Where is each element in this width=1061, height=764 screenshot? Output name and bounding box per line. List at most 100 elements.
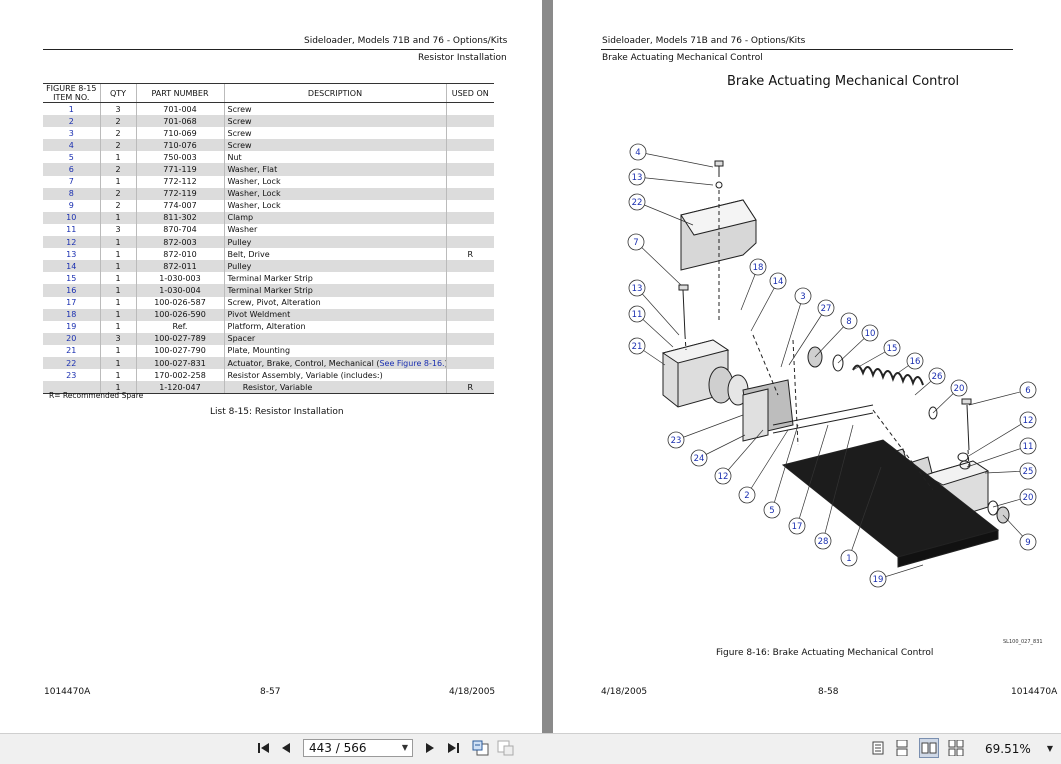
used-on-cell [445, 187, 494, 200]
callout-5[interactable]: 5 [763, 424, 799, 519]
page-dropdown-icon[interactable]: ▼ [401, 743, 408, 752]
recommended-spare-note: R= Recommended Spare [49, 391, 144, 400]
item-number-link[interactable]: 20 [43, 332, 100, 345]
last-page-icon[interactable] [445, 738, 461, 758]
callout-6[interactable]: 6 [968, 381, 1037, 406]
item-number-link[interactable]: 2 [43, 115, 100, 128]
item-number-link[interactable]: 8 [43, 187, 100, 200]
item-number-link[interactable]: 11 [66, 225, 77, 235]
item-number-link[interactable]: 3 [68, 128, 74, 138]
item-number-link[interactable]: 7 [68, 177, 74, 187]
item-number-link[interactable]: 4 [43, 139, 100, 152]
callout-20[interactable]: 20 [992, 488, 1037, 508]
single-page-icon[interactable] [871, 738, 885, 758]
two-continuous-icon[interactable] [947, 738, 965, 758]
see-figure-link[interactable]: See Figure 8-16. [379, 358, 445, 368]
next-page-icon[interactable] [423, 738, 437, 758]
prev-page-icon[interactable] [279, 738, 293, 758]
item-number-link[interactable]: 12 [43, 236, 100, 249]
leader-line [746, 429, 789, 496]
page-number-field[interactable]: 443 / 566 ▼ [303, 739, 413, 757]
leader-line [966, 445, 1029, 468]
item-number-link[interactable]: 16 [43, 284, 100, 297]
callout-18[interactable]: 18 [740, 258, 767, 311]
description-cell: Pulley [223, 260, 446, 273]
callout-26[interactable]: 26 [914, 367, 946, 396]
callout-16[interactable]: 16 [894, 352, 924, 376]
callout-7[interactable]: 7 [627, 233, 682, 286]
item-number-link[interactable]: 1 [68, 104, 74, 114]
qty-cell: 1 [99, 175, 136, 188]
callout-1[interactable]: 1 [840, 466, 882, 567]
callout-23[interactable]: 23 [667, 414, 744, 449]
used-on-cell [445, 332, 494, 345]
callout-number: 19 [873, 575, 884, 585]
callout-12[interactable]: 12 [714, 429, 764, 485]
callout-2[interactable]: 2 [738, 429, 789, 504]
single-continuous-icon[interactable] [895, 738, 909, 758]
back-view-icon[interactable] [472, 738, 490, 758]
callout-22[interactable]: 22 [628, 193, 694, 226]
item-number-link[interactable]: 6 [43, 163, 100, 176]
part-number-cell: 100-027-790 [135, 344, 224, 357]
item-number-link[interactable]: 18 [43, 308, 100, 321]
item-number-link[interactable]: 21 [66, 346, 77, 356]
callout-11[interactable]: 11 [966, 437, 1037, 468]
callout-17[interactable]: 17 [788, 424, 829, 535]
item-number-link[interactable]: 9 [68, 201, 74, 211]
item-number-link[interactable]: 5 [68, 152, 74, 162]
callout-8[interactable]: 8 [814, 312, 858, 358]
callout-circle [1019, 488, 1037, 506]
item-number-link[interactable]: 13 [66, 249, 77, 259]
callout-circle [883, 339, 901, 357]
first-page-icon[interactable] [256, 738, 272, 758]
callout-24[interactable]: 24 [690, 434, 746, 467]
header-subtitle-right: Brake Actuating Mechanical Control [602, 53, 763, 63]
item-number-link[interactable]: 17 [66, 298, 77, 308]
callout-10[interactable]: 10 [837, 324, 879, 364]
callout-12[interactable]: 12 [966, 411, 1037, 458]
callout-11[interactable]: 11 [628, 305, 674, 348]
callout-15[interactable]: 15 [852, 339, 901, 371]
callout-4[interactable]: 4 [629, 143, 714, 168]
callout-number: 23 [671, 436, 682, 446]
callout-13[interactable]: 13 [628, 279, 680, 336]
item-number-link[interactable]: 14 [43, 260, 100, 273]
description-text: Washer, Lock [227, 177, 281, 187]
callout-28[interactable]: 28 [814, 424, 854, 550]
callout-circle [1019, 381, 1037, 399]
callout-13[interactable]: 13 [628, 168, 714, 186]
leader-line [675, 414, 744, 441]
page-number-value: 443 / 566 [309, 741, 367, 755]
item-number-link[interactable]: 10 [43, 211, 100, 224]
callout-27[interactable]: 27 [788, 299, 835, 366]
callout-14[interactable]: 14 [750, 272, 787, 332]
two-page-icon[interactable] [919, 738, 939, 758]
qty-cell: 1 [99, 320, 136, 333]
qty-cell: 1 [99, 272, 136, 285]
item-number-link[interactable]: 22 [43, 356, 100, 370]
callout-3[interactable]: 3 [780, 287, 812, 368]
qty-cell: 2 [99, 199, 136, 212]
item-number-link[interactable]: 15 [66, 273, 77, 283]
description-cell: Washer, Lock [223, 175, 446, 188]
leader-line [771, 424, 799, 511]
callout-20[interactable]: 20 [932, 379, 968, 414]
forward-view-icon[interactable] [497, 738, 515, 758]
item-number-link[interactable]: 23 [66, 370, 77, 380]
callout-19[interactable]: 19 [869, 564, 924, 588]
callout-number: 12 [1023, 416, 1034, 426]
callout-25[interactable]: 25 [984, 462, 1037, 480]
description-text: Washer, Lock [227, 189, 281, 199]
description-text: Terminal Marker Strip [227, 273, 313, 283]
zoom-dropdown-icon[interactable]: ▼ [1046, 743, 1054, 753]
callout-9[interactable]: 9 [1002, 514, 1037, 551]
zoom-level[interactable]: 69.51% [985, 742, 1031, 756]
item-number-link[interactable]: 19 [66, 322, 77, 332]
callout-21[interactable]: 21 [628, 337, 666, 366]
